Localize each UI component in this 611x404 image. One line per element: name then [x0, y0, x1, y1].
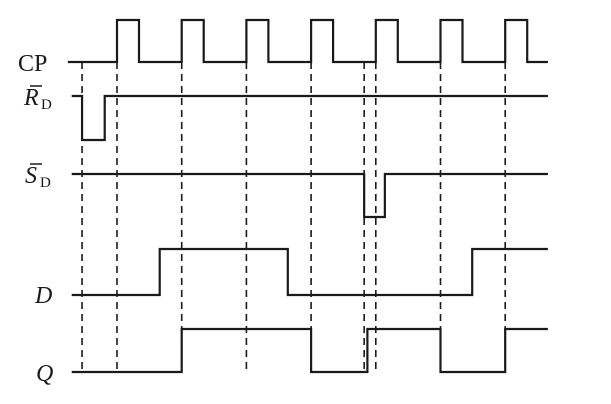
label-cp: CP [18, 51, 47, 77]
signal-labels: CP R D S D D Q [18, 51, 53, 387]
waveform-d [71, 247, 548, 297]
waveform-sd [71, 172, 548, 219]
waveforms [67, 18, 548, 374]
svg-text:D: D [41, 97, 52, 113]
svg-text:R: R [23, 85, 39, 111]
label-d: D [34, 283, 52, 309]
label-sd: S D [25, 163, 51, 191]
label-rd: R D [23, 85, 52, 113]
label-q: Q [36, 361, 53, 387]
dashed-guide-lines [81, 62, 507, 372]
waveform-q [71, 327, 548, 374]
svg-text:S: S [25, 163, 37, 189]
svg-text:D: D [40, 175, 51, 191]
waveform-rd [71, 94, 548, 142]
waveform-cp [67, 18, 548, 64]
